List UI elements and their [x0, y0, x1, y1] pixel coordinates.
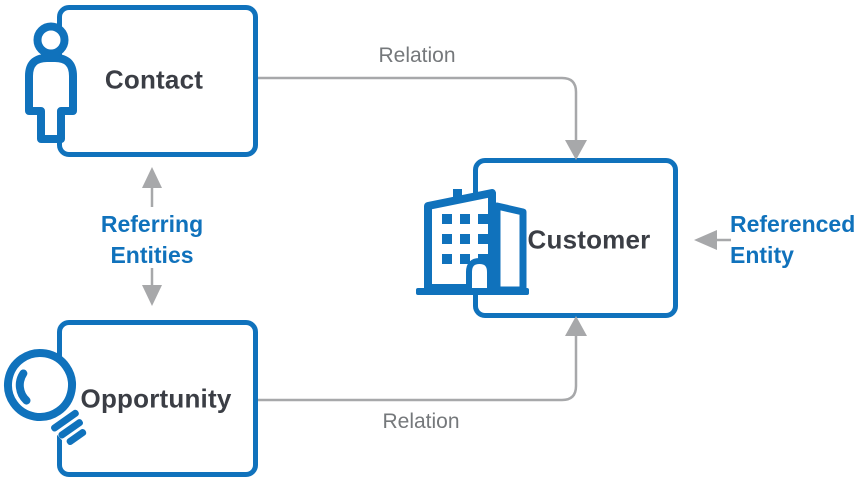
edge-opportunity-customer: [258, 316, 587, 402]
referenced-entity-label: Referenced Entity: [730, 211, 856, 268]
relation-label-contact-customer: Relation: [378, 44, 456, 67]
opportunity-node-label: Opportunity: [80, 383, 232, 414]
relation-label-opportunity-customer: Relation: [382, 410, 460, 433]
customer-node-label: Customer: [527, 224, 651, 255]
referenced-entity-arrow: [694, 230, 731, 250]
contact-node-label: Contact: [104, 64, 204, 95]
referring-entities-label: Referring Entities: [100, 211, 204, 268]
edge-contact-customer: [258, 76, 587, 160]
